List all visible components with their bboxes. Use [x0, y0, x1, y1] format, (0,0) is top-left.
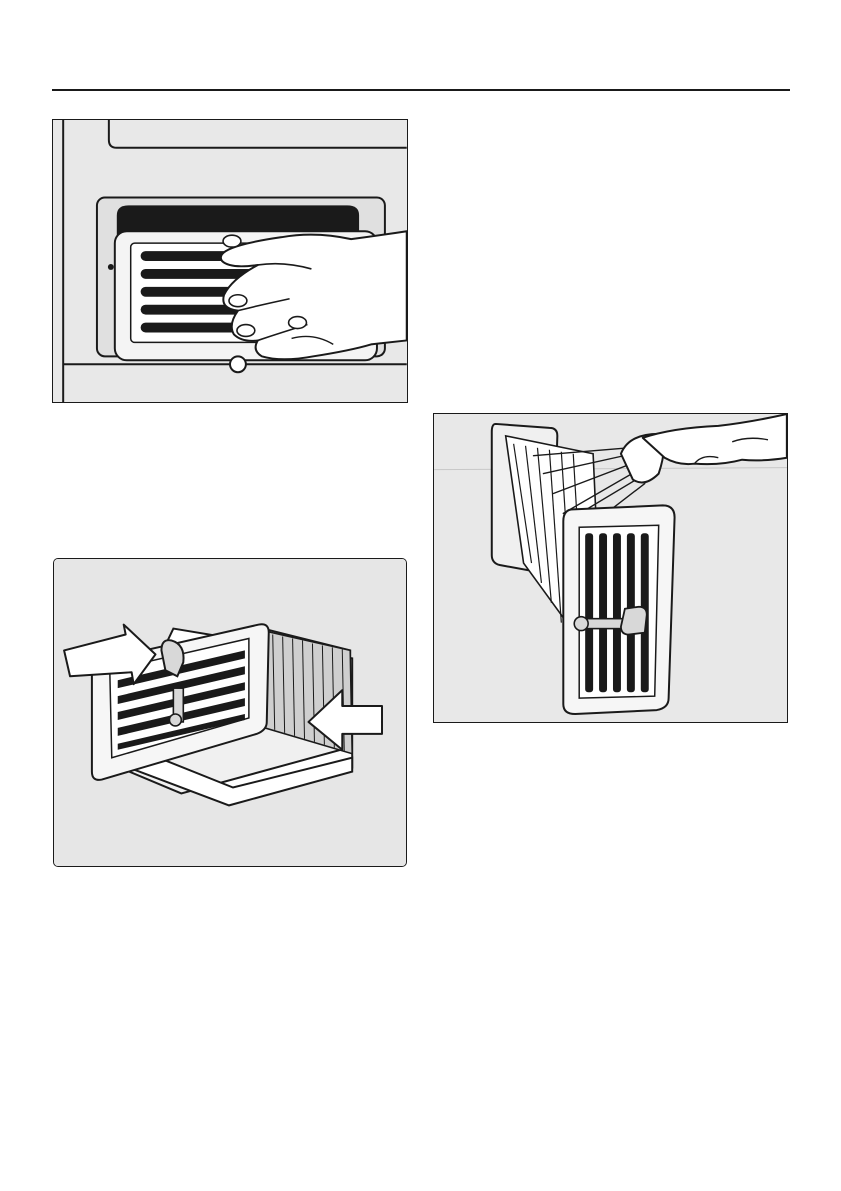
- figure-insert-filter: [53, 558, 407, 867]
- header-rule: [52, 89, 790, 91]
- figure-remove-filter: [52, 119, 408, 403]
- hand-removing-filter-icon: [53, 120, 407, 402]
- figure-rinse-filter: [433, 413, 788, 723]
- rinsing-filter-under-water-icon: [434, 414, 787, 722]
- filter-insertion-arrows-icon: [54, 559, 406, 866]
